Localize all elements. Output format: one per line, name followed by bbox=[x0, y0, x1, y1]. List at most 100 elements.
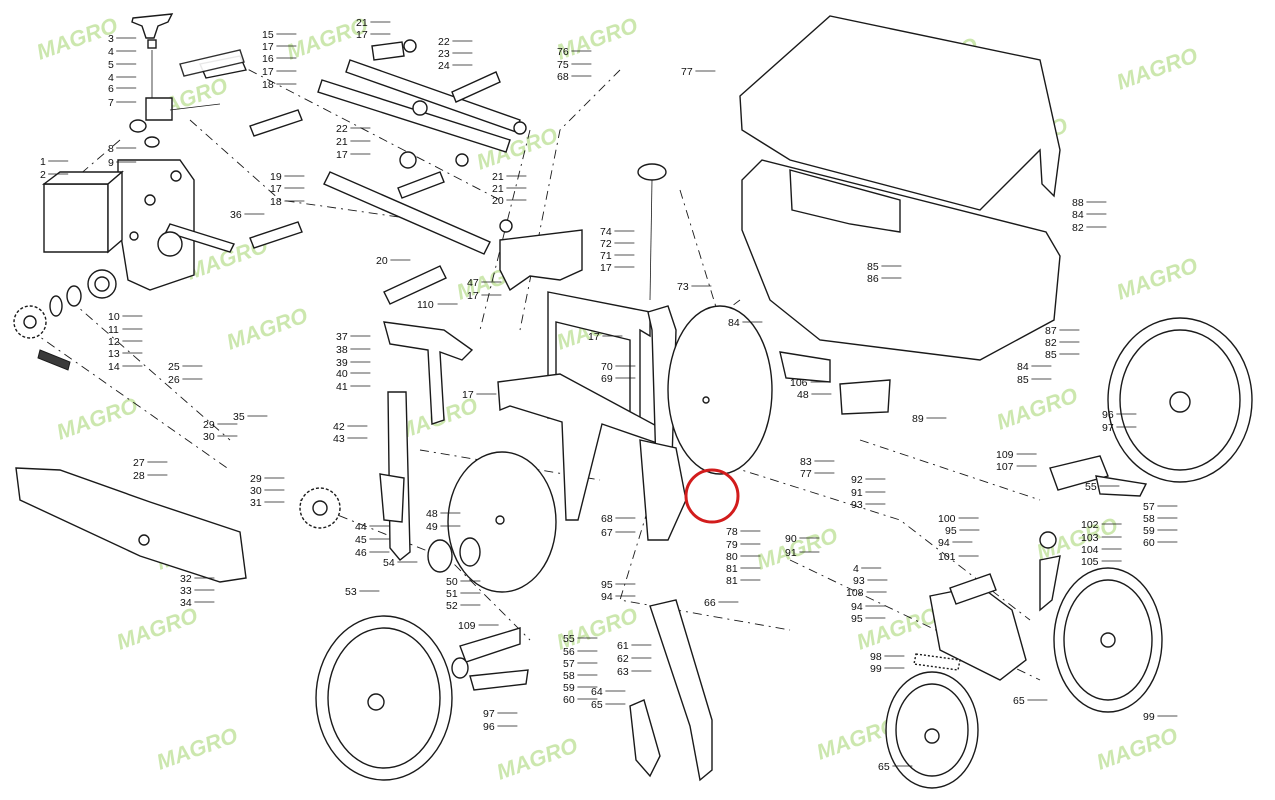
callout-label: 4 bbox=[108, 72, 114, 84]
callout-label: 58 bbox=[1143, 513, 1155, 525]
callout-label: 100 bbox=[938, 513, 956, 525]
callout-label: 86 bbox=[867, 273, 879, 285]
callout-label: 23 bbox=[438, 48, 450, 60]
callout-label: 7 bbox=[108, 97, 114, 109]
callout-label: 24 bbox=[438, 60, 450, 72]
callout-label: 20 bbox=[492, 195, 504, 207]
callout-label: 109 bbox=[996, 449, 1014, 461]
callout-label: 39 bbox=[336, 357, 348, 369]
watermark-text: MAGRO bbox=[1093, 722, 1181, 774]
callout-label: 77 bbox=[800, 468, 812, 480]
callout-label: 60 bbox=[1143, 537, 1155, 549]
callout-label: 19 bbox=[270, 171, 282, 183]
callout-label: 44 bbox=[355, 521, 367, 533]
callout-label: 9 bbox=[108, 157, 114, 169]
callout-label: 64 bbox=[591, 686, 603, 698]
callout-label: 59 bbox=[1143, 525, 1155, 537]
highlight-circle bbox=[684, 468, 740, 524]
callout-label: 61 bbox=[617, 640, 629, 652]
callout-label: 103 bbox=[1081, 532, 1099, 544]
callout-label: 97 bbox=[1102, 422, 1114, 434]
callout-label: 17 bbox=[262, 66, 274, 78]
callout-label: 83 bbox=[800, 456, 812, 468]
callout-label: 105 bbox=[1081, 556, 1099, 568]
callout-label: 66 bbox=[704, 597, 716, 609]
callout-label: 17 bbox=[600, 262, 612, 274]
callout-label: 40 bbox=[336, 368, 348, 380]
watermark-text: MAGRO bbox=[223, 302, 311, 354]
callout-label: 98 bbox=[870, 651, 882, 663]
callout-label: 17 bbox=[262, 41, 274, 53]
callout-label: 94 bbox=[938, 537, 950, 549]
callout-label: 99 bbox=[1143, 711, 1155, 723]
callout-label: 54 bbox=[383, 557, 395, 569]
callout-label: 62 bbox=[617, 653, 629, 665]
callout-label: 91 bbox=[851, 487, 863, 499]
callout-label: 41 bbox=[336, 381, 348, 393]
callout-label: 18 bbox=[270, 196, 282, 208]
callout-label: 4 bbox=[108, 46, 114, 58]
callout-label: 48 bbox=[426, 508, 438, 520]
callout-label: 107 bbox=[996, 461, 1014, 473]
callout-label: 49 bbox=[426, 521, 438, 533]
callout-label: 21 bbox=[356, 17, 368, 29]
callout-label: 90 bbox=[785, 533, 797, 545]
callout-label: 27 bbox=[133, 457, 145, 469]
watermark-text: MAGRO bbox=[493, 732, 581, 784]
callout-label: 30 bbox=[250, 485, 262, 497]
callout-label: 47 bbox=[467, 277, 479, 289]
callout-label: 17 bbox=[588, 331, 600, 343]
callout-label: 78 bbox=[726, 526, 738, 538]
callout-label: 57 bbox=[1143, 501, 1155, 513]
callout-label: 29 bbox=[203, 419, 215, 431]
callout-label: 58 bbox=[563, 670, 575, 682]
callout-label: 16 bbox=[262, 53, 274, 65]
callout-label: 69 bbox=[601, 373, 613, 385]
callout-label: 2 bbox=[40, 169, 46, 181]
callout-label: 95 bbox=[851, 613, 863, 625]
callout-label: 36 bbox=[230, 209, 242, 221]
callout-label: 96 bbox=[1102, 409, 1114, 421]
callout-label: 17 bbox=[356, 29, 368, 41]
callout-label: 79 bbox=[726, 539, 738, 551]
callout-label: 82 bbox=[1045, 337, 1057, 349]
callout-label: 91 bbox=[785, 547, 797, 559]
callout-label: 17 bbox=[270, 183, 282, 195]
callout-label: 70 bbox=[601, 361, 613, 373]
callout-label: 31 bbox=[250, 497, 262, 509]
callout-label: 12 bbox=[108, 336, 120, 348]
watermark-text: MAGRO bbox=[993, 382, 1081, 434]
callout-label: 32 bbox=[180, 573, 192, 585]
callout-label: 26 bbox=[168, 374, 180, 386]
callout-label: 28 bbox=[133, 470, 145, 482]
callout-label: 14 bbox=[108, 361, 120, 373]
callout-label: 33 bbox=[180, 585, 192, 597]
callout-label: 81 bbox=[726, 563, 738, 575]
callout-label: 17 bbox=[462, 389, 474, 401]
callout-label: 51 bbox=[446, 588, 458, 600]
callout-label: 68 bbox=[557, 71, 569, 83]
callout-label: 65 bbox=[1013, 695, 1025, 707]
callout-label: 8 bbox=[108, 143, 114, 155]
callout-label: 13 bbox=[108, 348, 120, 360]
callout-label: 25 bbox=[168, 361, 180, 373]
callout-label: 88 bbox=[1072, 197, 1084, 209]
watermark-text: MAGRO bbox=[853, 602, 941, 654]
callout-label: 53 bbox=[345, 586, 357, 598]
callout-label: 5 bbox=[108, 59, 114, 71]
callout-label: 81 bbox=[726, 575, 738, 587]
callout-label: 10 bbox=[108, 311, 120, 323]
callout-label: 34 bbox=[180, 597, 192, 609]
callout-label: 37 bbox=[336, 331, 348, 343]
callout-label: 30 bbox=[203, 431, 215, 443]
callout-label: 57 bbox=[563, 658, 575, 670]
callout-label: 92 bbox=[851, 474, 863, 486]
callout-label: 99 bbox=[870, 663, 882, 675]
callout-label: 17 bbox=[336, 149, 348, 161]
callout-label: 15 bbox=[262, 29, 274, 41]
callout-label: 65 bbox=[591, 699, 603, 711]
watermark-text: MAGRO bbox=[1113, 252, 1201, 304]
callout-label: 17 bbox=[467, 290, 479, 302]
callout-label: 95 bbox=[945, 525, 957, 537]
callout-label: 65 bbox=[878, 761, 890, 773]
